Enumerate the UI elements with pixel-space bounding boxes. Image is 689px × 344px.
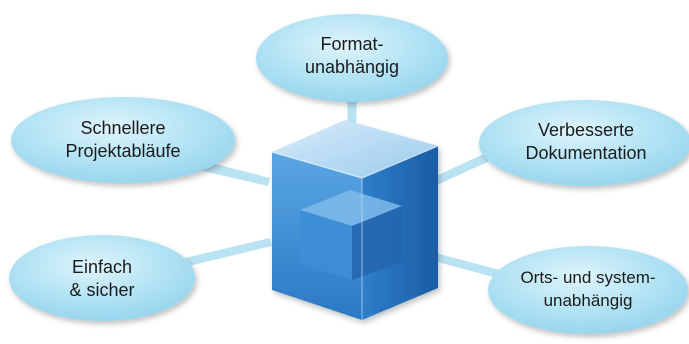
connector-einfach: [168, 238, 272, 270]
cube-icon: [271, 120, 439, 320]
connector-doku: [432, 150, 496, 186]
bubbles: [9, 14, 689, 334]
bubble-orts: [488, 246, 688, 334]
bubble-projekt: [11, 97, 235, 183]
connector-orts: [430, 252, 500, 278]
connector-projekt: [198, 160, 270, 186]
inner-cube-front: [300, 210, 352, 280]
inner-cube-top: [300, 190, 402, 226]
bubble-einfach: [9, 235, 195, 321]
bubble-format: [256, 14, 448, 102]
bubble-doku: [479, 100, 689, 186]
inner-cube-side: [352, 206, 402, 280]
connectors: [168, 92, 500, 278]
